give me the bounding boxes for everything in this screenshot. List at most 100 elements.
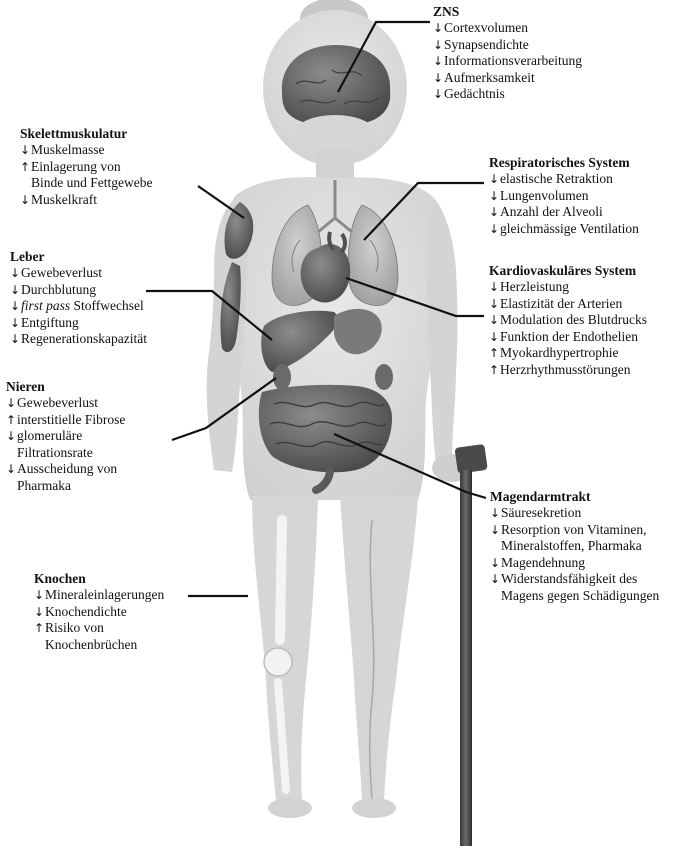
label-item: ↓Widerstandsfähigkeit des	[490, 571, 659, 588]
label-item: ↓Lungenvolumen	[489, 188, 639, 205]
label-item: ↓Synapsendichte	[433, 37, 582, 54]
leber-items: ↓Gewebeverlust↓Durchblutung↓first pass S…	[10, 265, 147, 348]
label-item-text: Gewebeverlust	[17, 395, 98, 410]
label-item: Binde und Fettgewebe	[20, 175, 152, 192]
magendarmtrakt-label-block: Magendarmtrakt ↓Säuresekretion↓Resorptio…	[490, 488, 659, 604]
label-item: ↑Risiko von	[34, 620, 164, 637]
arrow-down-icon: ↓	[489, 204, 500, 221]
label-item-text: Regenerationskapazität	[21, 331, 147, 346]
label-item-text: gleichmässige Ventilation	[500, 221, 639, 236]
arrow-down-icon: ↓	[489, 188, 500, 205]
label-item: Pharmaka	[6, 478, 176, 495]
label-item: ↓first pass Stoffwechsel	[10, 298, 147, 315]
label-item-text: Synapsendichte	[444, 37, 529, 52]
label-item-text: Stoffwechsel	[74, 298, 144, 313]
label-item: ↓Funktion der Endothelien	[489, 329, 647, 346]
label-item: ↓Regenerationskapazität	[10, 331, 147, 348]
label-item-text: Resorption von Vitaminen,	[501, 522, 647, 537]
label-item: ↓Muskelmasse	[20, 142, 152, 159]
arrow-down-icon: ↓	[433, 86, 444, 103]
label-item: ↓Ausscheidung von	[6, 461, 176, 478]
label-item: Mineralstoffen, Pharmaka	[490, 538, 659, 555]
label-item-text: Pharmaka	[17, 478, 71, 493]
nieren-items: ↓ Gewebeverlust ↑interstitielle Fibrose↓gl…	[6, 395, 176, 494]
label-item: Magens gegen Schädigungen	[490, 588, 659, 605]
respiratorisches-system-label-block: Respiratorisches System ↓elastische Retr…	[489, 154, 639, 237]
label-item-text: Widerstandsfähigkeit des	[501, 571, 637, 586]
label-item: ↓Durchblutung	[10, 282, 147, 299]
nieren-label-block: Nieren ↓ Gewebeverlust ↑interstitielle Fib…	[6, 378, 176, 495]
arrow-down-icon: ↓	[489, 171, 500, 188]
label-item-italic: first pass	[21, 298, 70, 313]
right-leg-shape	[340, 496, 418, 800]
label-item-text: Risiko von	[45, 620, 104, 635]
label-item-text: Ausscheidung von	[17, 461, 117, 476]
arrow-up-icon: ↑	[34, 620, 45, 637]
label-item: ↓Resorption von Vitaminen,	[490, 522, 659, 539]
arrow-down-icon: ↓	[489, 221, 500, 238]
label-item-text: Knochenbrüchen	[45, 637, 137, 652]
leber-title: Leber	[10, 248, 147, 265]
label-item-text: elastische Retraktion	[500, 171, 613, 186]
label-item: ↓Entgiftung	[10, 315, 147, 332]
arrow-up-icon: ↑	[489, 345, 500, 362]
arrow-down-icon: ↓	[433, 37, 444, 54]
label-item: ↑interstitielle Fibrose	[6, 412, 176, 429]
label-item: ↓Informationsverarbeitung	[433, 53, 582, 70]
neck-shape	[316, 150, 354, 180]
nieren-title: Nieren	[6, 378, 176, 395]
magendarmtrakt-title: Magendarmtrakt	[490, 488, 659, 505]
kardiovaskulaeres-system-items: ↓Herzleistung↓Elastizität der Arterien↓M…	[489, 279, 647, 378]
intestine-shape	[259, 385, 392, 472]
label-item-text: Elastizität der Arterien	[500, 296, 622, 311]
arrow-down-icon: ↓	[490, 522, 501, 539]
arrow-up-icon: ↑	[20, 159, 31, 176]
arrow-down-icon: ↓	[490, 571, 501, 588]
label-item: ↓gleichmässige Ventilation	[489, 221, 639, 238]
label-item-text: Binde und Fettgewebe	[31, 175, 152, 190]
label-item: ↓Gedächtnis	[433, 86, 582, 103]
label-item: ↑Einlagerung von	[20, 159, 152, 176]
label-item-text: Funktion der Endothelien	[500, 329, 638, 344]
label-item-text: Myokardhypertrophie	[500, 345, 618, 360]
right-arm-shape	[427, 196, 457, 464]
arrow-down-icon: ↓	[10, 298, 21, 315]
arrow-down-icon: ↓	[490, 505, 501, 522]
label-item-text: Informationsverarbeitung	[444, 53, 582, 68]
label-item-text: Aufmerksamkeit	[444, 70, 535, 85]
label-item: ↓Magendehnung	[490, 555, 659, 572]
label-item-text: Durchblutung	[21, 282, 96, 297]
label-item-text: Gewebeverlust	[21, 265, 102, 280]
left-kidney-shape	[273, 364, 291, 390]
arrow-down-icon: ↓	[489, 279, 500, 296]
label-item: ↓Elastizität der Arterien	[489, 296, 647, 313]
label-item: ↓Aufmerksamkeit	[433, 70, 582, 87]
arrow-down-icon: ↓	[20, 192, 31, 209]
leber-label-block: Leber ↓Gewebeverlust↓Durchblutung↓first …	[10, 248, 147, 348]
cane-group	[454, 444, 487, 846]
arrow-down-icon: ↓	[433, 53, 444, 70]
label-item-text: Anzahl der Alveoli	[500, 204, 603, 219]
arrow-down-icon: ↓	[6, 461, 17, 478]
knochen-label-block: Knochen ↓Mineraleinlagerungen↓Knochendic…	[34, 570, 164, 653]
label-item-text: Knochendichte	[45, 604, 127, 619]
arrow-down-icon: ↓	[10, 282, 21, 299]
zns-items: ↓Cortexvolumen↓Synapsendichte↓Informatio…	[433, 20, 582, 103]
skelettmuskulatur-label-block: Skelettmuskulatur ↓Muskelmasse↑Einlageru…	[20, 125, 152, 208]
femur-shape	[280, 520, 282, 640]
label-item-text: Magens gegen Schädigungen	[501, 588, 659, 603]
arrow-down-icon: ↓	[10, 315, 21, 332]
label-item-text: Einlagerung von	[31, 159, 121, 174]
label-item-text: Säuresekretion	[501, 505, 581, 520]
label-item-text: Mineraleinlagerungen	[45, 587, 164, 602]
label-item: ↓glomeruläre	[6, 428, 176, 445]
zns-label-block: ZNS ↓Cortexvolumen↓Synapsendichte↓Inform…	[433, 3, 582, 103]
label-item-text: Muskelkraft	[31, 192, 97, 207]
label-item: ↓elastische Retraktion	[489, 171, 639, 188]
zns-title: ZNS	[433, 3, 582, 20]
arrow-down-icon: ↓	[433, 20, 444, 37]
knochen-title: Knochen	[34, 570, 164, 587]
label-item-text: Lungenvolumen	[500, 188, 588, 203]
right-foot-shape	[352, 798, 396, 818]
label-item-text: glomeruläre	[17, 428, 82, 443]
